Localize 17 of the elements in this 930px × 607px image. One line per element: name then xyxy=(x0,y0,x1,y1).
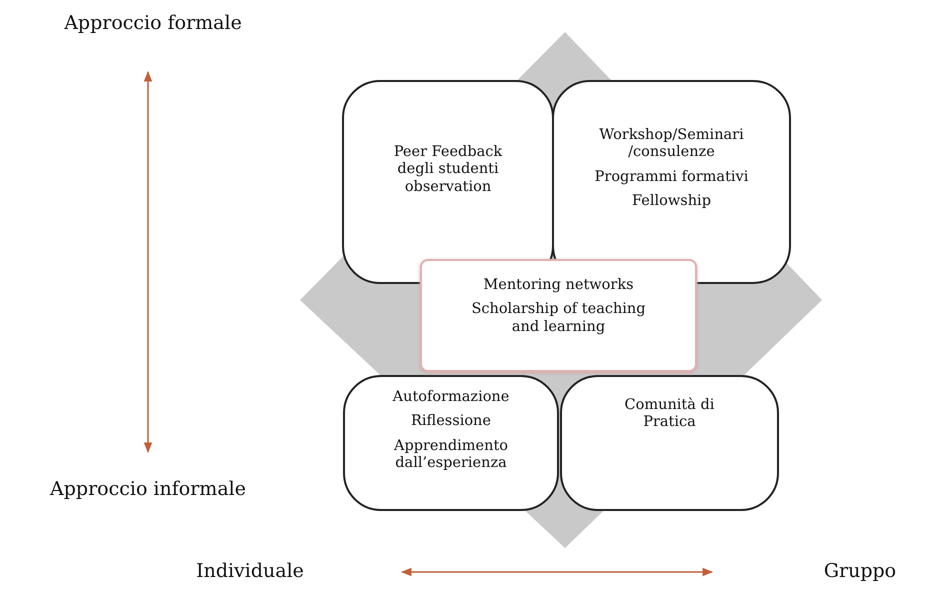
box-text: Apprendimento dall’esperienza xyxy=(392,438,510,473)
box-text: Autoformazione xyxy=(392,389,510,406)
axis-label: Approccio formale xyxy=(63,12,243,34)
box-text: Comunità di Pratica xyxy=(624,397,716,432)
box-text: Riflessione xyxy=(411,413,491,431)
box-text: Workshop/Seminari /consulenze xyxy=(598,127,745,162)
box-text: Mentoring networks xyxy=(483,277,634,294)
axis-label: Gruppo xyxy=(822,560,898,582)
box-text: Programmi formativi xyxy=(594,168,748,186)
axis-label: Approccio informale xyxy=(48,478,247,500)
axis-label: Individuale xyxy=(195,560,305,582)
quadrant-box xyxy=(560,375,779,511)
box-text: Fellowship xyxy=(632,193,711,211)
box-text: Peer Feedback degli studenti observation xyxy=(392,144,504,196)
center-box xyxy=(420,259,697,372)
quadrant-box xyxy=(343,375,559,511)
box-text: Scholarship of teaching and learning xyxy=(470,301,647,336)
